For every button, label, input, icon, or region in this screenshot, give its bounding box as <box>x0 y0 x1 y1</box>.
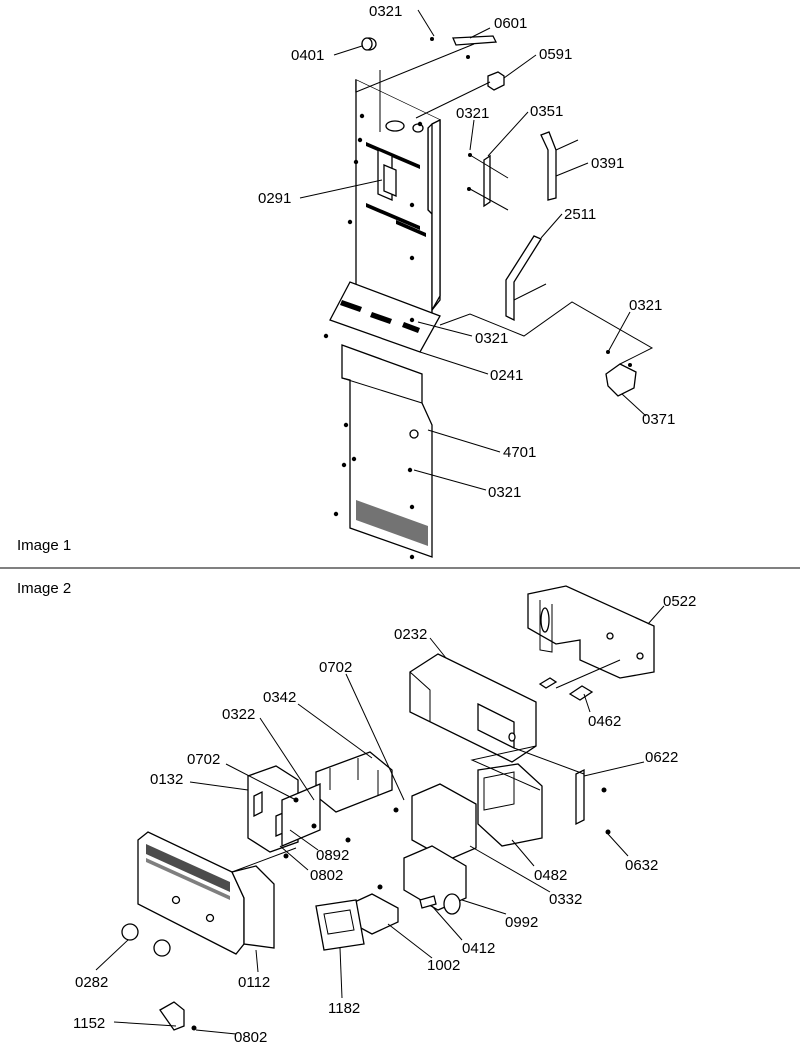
callout-1182: 1182 <box>328 1000 360 1017</box>
callout-0892: 0892 <box>316 847 349 864</box>
callout-1002: 1002 <box>427 957 460 974</box>
image2-callouts: 0522 0232 0702 0342 0322 0462 0622 0702 … <box>73 593 696 1046</box>
callout-0232: 0232 <box>394 626 427 643</box>
callout-0112: 0112 <box>238 974 270 991</box>
callout-2511: 2511 <box>564 206 596 223</box>
part-0371 <box>605 363 637 397</box>
image2-drawing <box>121 585 655 1031</box>
part-0232-housing <box>409 653 537 763</box>
callout-0702-a: 0702 <box>319 659 352 676</box>
lower-panel-screws <box>323 317 415 560</box>
callout-0322: 0322 <box>222 706 255 723</box>
image1-callouts: 0321 0601 0401 0591 0321 0351 0391 0291 … <box>258 3 675 501</box>
part-0282-knob-2 <box>153 939 171 957</box>
slot-row-2 <box>366 203 420 230</box>
part-0282-knob <box>121 923 139 941</box>
part-0591-cube <box>487 71 505 91</box>
callout-4701: 4701 <box>503 444 536 461</box>
part-0391-strip <box>540 131 557 201</box>
back-panel-face <box>355 80 441 319</box>
callout-0622: 0622 <box>645 749 678 766</box>
part-0412 <box>419 895 437 909</box>
callout-0321-a: 0321 <box>369 3 402 20</box>
callout-0412: 0412 <box>462 940 495 957</box>
section-label-image-1: Image 1 <box>17 537 71 554</box>
image1-drawing <box>323 35 654 560</box>
part-0622-bar <box>575 768 585 826</box>
part-0462-spacer <box>568 685 594 701</box>
section-label-image-2: Image 2 <box>17 580 71 597</box>
callout-0321-e: 0321 <box>488 484 521 501</box>
part-0601 <box>452 35 498 46</box>
part-0351-bracket <box>483 154 491 208</box>
part-1182-frame <box>315 899 365 951</box>
callout-0401: 0401 <box>291 47 324 64</box>
callout-0632: 0632 <box>625 857 658 874</box>
callout-0321-b: 0321 <box>456 105 489 122</box>
callout-0321-c: 0321 <box>629 297 662 314</box>
callout-0282: 0282 <box>75 974 108 991</box>
callout-0601: 0601 <box>494 15 527 32</box>
image2-leaders <box>95 605 665 1035</box>
callout-0522: 0522 <box>663 593 696 610</box>
callout-0702-b: 0702 <box>187 751 220 768</box>
callout-0391: 0391 <box>591 155 624 172</box>
slot-row-1 <box>366 142 420 169</box>
bracket-hole <box>385 120 405 132</box>
part-0342-bracket <box>315 751 393 813</box>
callout-0342: 0342 <box>263 689 296 706</box>
callout-0291: 0291 <box>258 190 291 207</box>
callout-0802-a: 0802 <box>310 867 343 884</box>
callout-0241: 0241 <box>490 367 523 384</box>
part-1152-clip <box>159 1001 185 1031</box>
callout-0132: 0132 <box>150 771 183 788</box>
part-2511-duct <box>505 235 542 322</box>
callout-0462: 0462 <box>588 713 621 730</box>
slot-row-3 <box>396 220 426 237</box>
vent-grille <box>356 500 428 546</box>
part-0332-box <box>411 783 477 861</box>
panel-flange <box>431 118 441 313</box>
callout-0591: 0591 <box>539 46 572 63</box>
image1-leaders <box>299 9 647 491</box>
callout-0802-b: 0802 <box>234 1029 267 1046</box>
callout-0332: 0332 <box>549 891 582 908</box>
callout-0482: 0482 <box>534 867 567 884</box>
callout-0371: 0371 <box>642 411 675 428</box>
center-mechanism-2 <box>383 164 397 197</box>
callout-0321-d: 0321 <box>475 330 508 347</box>
callout-0992: 0992 <box>505 914 538 931</box>
callout-0351: 0351 <box>530 103 563 120</box>
callout-1152: 1152 <box>73 1015 105 1032</box>
part-0522-bracket <box>527 585 655 679</box>
